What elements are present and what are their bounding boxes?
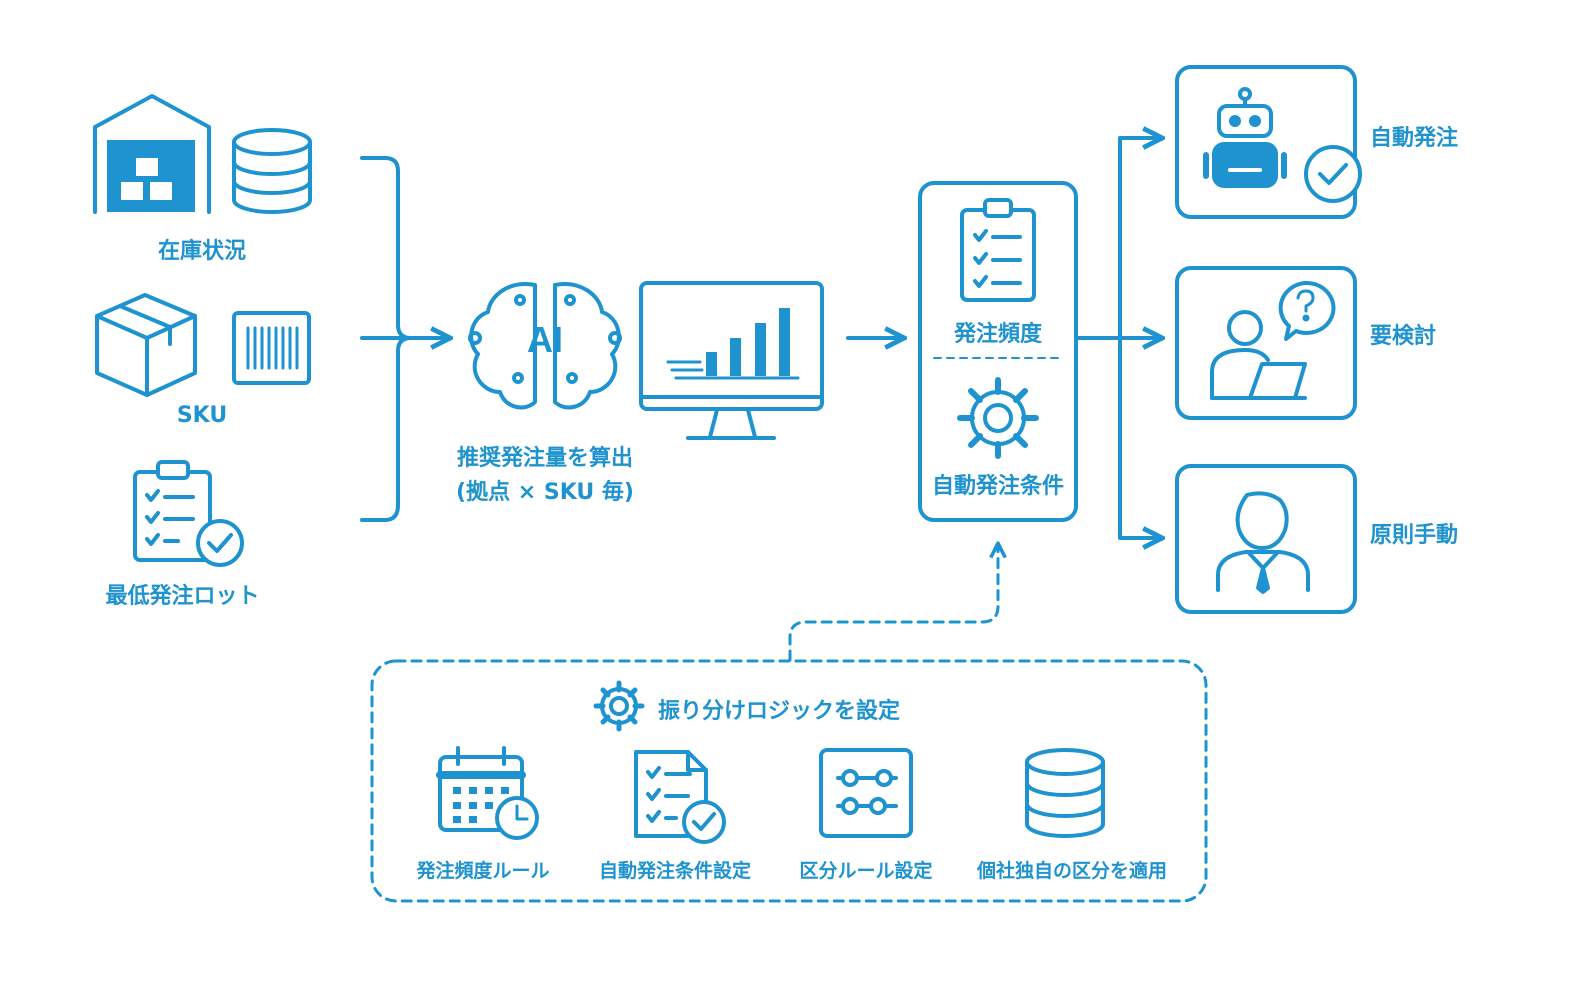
robot-check-icon: [1203, 87, 1362, 203]
database-icon-logic: [1025, 748, 1105, 838]
logic-title-gear-icon: [593, 680, 645, 732]
logic-item-label-custom-category: 個社独自の区分を適用: [976, 860, 1167, 882]
input-label-sku: SKU: [176, 403, 228, 428]
ai-caption-line2: (拠点 × SKU 毎): [456, 480, 634, 505]
outcome-box-review: [1175, 266, 1357, 420]
clipboard-check-icon: [133, 460, 244, 567]
clipboard-icon: [960, 198, 1036, 302]
feedback-arrow: [788, 545, 998, 662]
logic-item-label-frequency-rule: 発注頻度ルール: [416, 860, 550, 882]
input-label-inventory: 在庫状況: [157, 239, 246, 264]
input-label-min-lot: 最低発注ロット: [105, 584, 260, 609]
outcome-label-manual: 原則手動: [1370, 523, 1459, 548]
outcome-box-manual: [1175, 464, 1357, 614]
logic-title: 振り分けロジックを設定: [658, 699, 901, 724]
box-icon: [95, 293, 197, 397]
warehouse-icon: [93, 94, 211, 214]
outcome-label-auto: 自動発注: [1370, 126, 1459, 151]
logic-item-label-auto-condition: 自動発注条件設定: [598, 860, 751, 882]
ai-brain-icon: [468, 282, 622, 410]
outcome-label-review: 要検討: [1370, 324, 1437, 349]
panel-label-conditions: 自動発注条件: [931, 474, 1064, 499]
ai-caption-line1: 推奨発注量を算出: [456, 446, 633, 471]
panel-label-frequency: 発注頻度: [953, 322, 1042, 347]
document-check-icon: [634, 750, 726, 844]
outcome-box-auto: [1175, 65, 1357, 219]
barcode-icon: [232, 311, 311, 385]
logic-container: [370, 659, 1208, 903]
monitor-chart-icon: [639, 281, 824, 440]
logic-item-label-category-rule: 区分ルール設定: [799, 860, 933, 882]
person-icon: [1216, 491, 1310, 594]
gear-icon: [957, 377, 1039, 459]
ai-icon-text: AI: [527, 319, 563, 360]
person-question-icon: [1210, 280, 1336, 400]
sliders-icon: [819, 748, 913, 838]
database-icon: [232, 128, 312, 214]
conditions-panel: [918, 181, 1078, 522]
calendar-clock-icon: [436, 746, 539, 840]
